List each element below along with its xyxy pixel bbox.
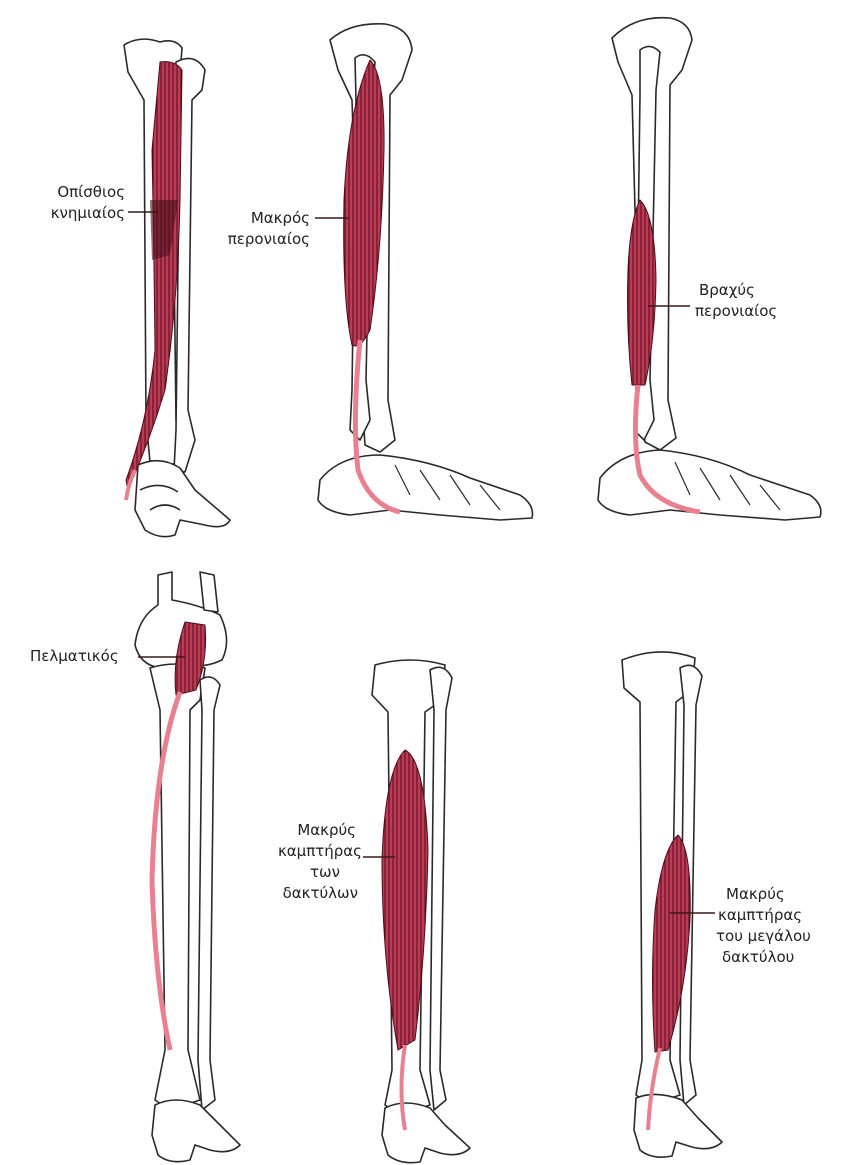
bone-ankle	[382, 1103, 470, 1163]
leg-6-flexor-hallucis-longus	[622, 652, 722, 1157]
bone-foot	[318, 455, 533, 520]
label-flexor-digitorum-longus: Μακρύς καμπτήρας των δακτύλων	[262, 820, 362, 904]
bone-tibia	[150, 664, 205, 1110]
bone-ankle	[135, 461, 230, 537]
bone-fibula	[198, 677, 220, 1110]
bone-fibula	[430, 667, 452, 1110]
leg-4-plantaris	[135, 572, 240, 1162]
label-tibialis-posterior: Οπίσθιος κνημιαίος	[40, 182, 125, 224]
leg-1-tibialis-posterior	[124, 39, 230, 537]
label-flexor-hallucis-longus: Μακρύς καμπτήρας του μεγάλου δακτύλου	[716, 884, 811, 968]
leg-3-peroneus-brevis	[598, 18, 821, 520]
bone-femur-shaft	[200, 572, 218, 612]
leg-5-flexor-digitorum-longus	[372, 660, 470, 1163]
bone-ankle	[152, 1100, 240, 1162]
bone-foot	[598, 450, 821, 520]
label-peroneus-longus: Μακρός περονιαίος	[212, 208, 310, 250]
label-peroneus-brevis: Βραχύς περονιαίος	[695, 280, 777, 322]
label-plantaris: Πελματικός	[30, 646, 119, 667]
leg-2-peroneus-longus	[318, 24, 533, 520]
